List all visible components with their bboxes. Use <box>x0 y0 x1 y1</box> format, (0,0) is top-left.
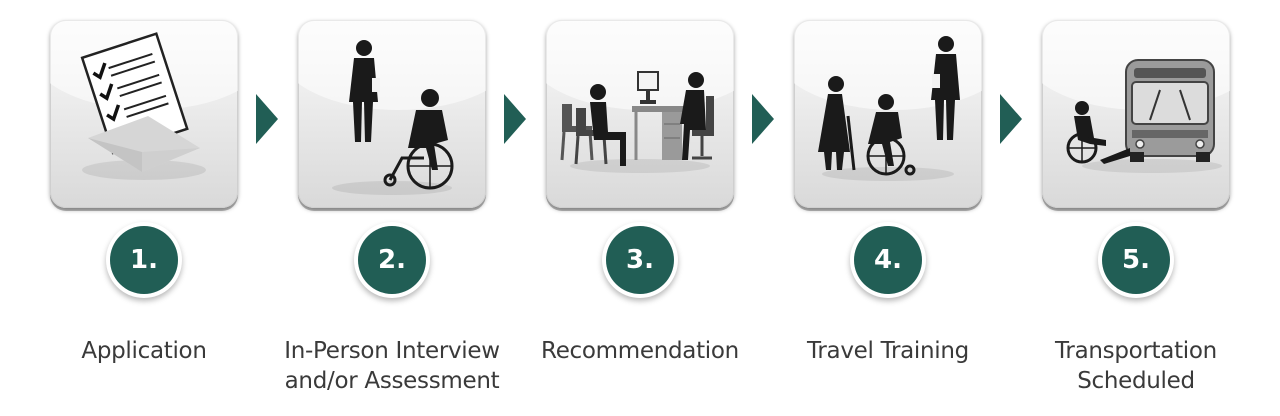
step-label: In-Person Interview and/or Assessment <box>268 336 516 396</box>
step-label: Application <box>20 336 268 366</box>
interview-wheelchair-user-icon <box>332 40 454 195</box>
step-label: Travel Training <box>764 336 1012 366</box>
step-label-line: Transportation <box>1055 338 1217 364</box>
application-envelope-checklist-icon <box>80 32 206 180</box>
step-3-tile <box>546 20 734 208</box>
step-recommendation: 3. Recommendation <box>516 0 774 416</box>
flow-arrow <box>504 94 526 144</box>
step-label-line: and/or Assessment <box>284 368 500 394</box>
flow-arrow <box>256 94 278 144</box>
step-label-line: In-Person Interview <box>284 338 500 364</box>
transportation-bus-ramp-icon <box>1066 59 1222 173</box>
flow-arrow <box>1000 94 1022 144</box>
step-number-badge: 3. <box>606 226 674 294</box>
step-travel-training: 4. Travel Training <box>764 0 1022 416</box>
step-number-badge: 4. <box>854 226 922 294</box>
recommendation-office-meeting-icon <box>560 71 714 173</box>
step-1-tile <box>50 20 238 208</box>
step-label: Transportation Scheduled <box>1012 336 1260 396</box>
step-label-line: Travel Training <box>807 338 969 364</box>
step-transportation-scheduled: 5. Transportation Scheduled <box>1012 0 1260 416</box>
step-label: Recommendation <box>516 336 764 366</box>
step-interview: 2. In-Person Interview and/or Assessment <box>268 0 526 416</box>
step-label-line: Application <box>81 338 207 364</box>
step-number-badge: 5. <box>1102 226 1170 294</box>
step-label-line: Recommendation <box>541 338 739 364</box>
step-4-tile <box>794 20 982 208</box>
step-5-tile <box>1042 20 1230 208</box>
step-number-badge: 1. <box>110 226 178 294</box>
step-application: 1. Application <box>20 0 278 416</box>
step-2-tile <box>298 20 486 208</box>
flow-arrow <box>752 94 774 144</box>
step-label-line: Scheduled <box>1077 368 1195 394</box>
step-number-badge: 2. <box>358 226 426 294</box>
travel-training-people-icon <box>818 36 960 181</box>
